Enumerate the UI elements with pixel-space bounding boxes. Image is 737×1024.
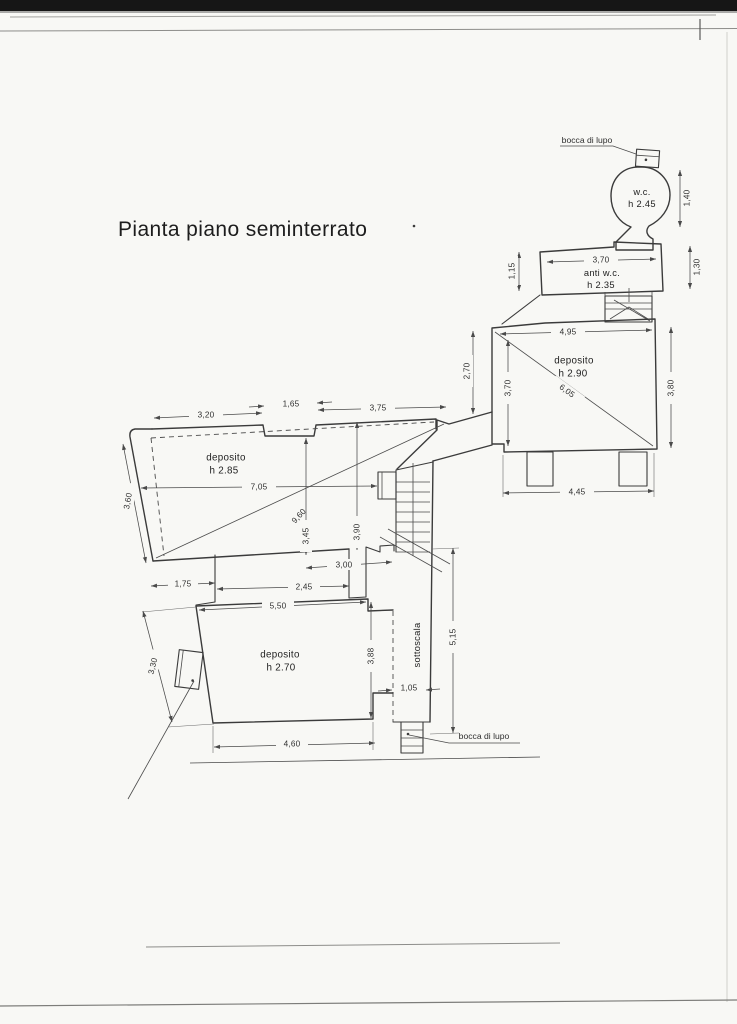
dim-165: 1,65 [248, 400, 333, 409]
dim-130-label: 1,30 [693, 258, 702, 275]
stairs-to-wc [604, 288, 653, 323]
dim-300: 3,00 [305, 559, 393, 570]
dim-370a-label: 3,70 [593, 256, 610, 265]
dim-370a: 3,70 [546, 254, 657, 265]
dim-495-label: 4,95 [560, 328, 577, 337]
dim-550: 5,50 [198, 600, 367, 612]
scan-top-band [0, 0, 737, 11]
dim-705-label: 7,05 [251, 483, 268, 492]
page-title: Pianta piano seminterrato [118, 218, 367, 241]
signature-line [145, 942, 561, 948]
dim-270: 2,70 [461, 331, 476, 414]
dim-390-label: 3,90 [353, 523, 362, 540]
deposito-bottom-room: deposito h 2.70 5,50 3,88 3,30 4,60 [127, 598, 541, 800]
pillar-window-left [526, 451, 554, 487]
deposito-left-west-wall [129, 428, 154, 562]
deposito-left-top-wall [151, 418, 437, 437]
dim-245-label: 2,45 [296, 583, 313, 592]
deposito-right-label: deposito [554, 356, 594, 367]
dim-270-label: 2,70 [463, 362, 472, 379]
deposito-bottom-label: deposito [260, 650, 300, 661]
deposito-right-outline [491, 318, 658, 453]
interior-dashed-lines [150, 421, 435, 557]
dim-370b-label: 3,70 [504, 379, 513, 396]
dim-605: 6,05 [548, 375, 586, 407]
dim-515-label: 5,15 [449, 628, 458, 645]
dim-375: 3,75 [317, 403, 447, 414]
scan-artifact-dot [412, 224, 416, 228]
window-top-label: bocca di lupo [562, 135, 613, 145]
dim-345-label: 3,45 [302, 527, 311, 544]
dim-320: 3,20 [153, 410, 263, 421]
corridor [396, 411, 493, 470]
window-bottom-label: bocca di lupo [459, 731, 510, 741]
dim-370b: 3,70 [502, 340, 514, 446]
stair-landing-box [377, 471, 397, 500]
wc-outline [610, 166, 671, 251]
dim-550-label: 5,50 [270, 602, 287, 611]
dim-345: 3,45 [300, 438, 312, 555]
sottoscala-label: sottoscala [412, 622, 422, 667]
anti-wc-room: 3,70 anti w.c. h 2.35 1,15 1,30 [501, 241, 703, 325]
room-diagonal [155, 423, 445, 559]
dim-515: 5,15 [429, 547, 460, 735]
bottom-room-window [174, 649, 204, 690]
dim-175-label: 1,75 [175, 580, 192, 589]
dim-380: 3,80 [665, 327, 677, 448]
window-leader-line [127, 680, 195, 800]
dim-388-label: 3,88 [367, 647, 376, 664]
dim-360: 3,60 [118, 443, 147, 564]
dim-375-label: 3,75 [370, 404, 387, 413]
stair-direction-chevron [609, 306, 649, 320]
wc-window [634, 148, 661, 169]
anti-wc-height: h 2.35 [587, 280, 615, 290]
dim-140-label: 1,40 [683, 189, 692, 206]
dim-115-label: 1,15 [508, 262, 517, 279]
dim-380-label: 3,80 [667, 379, 676, 396]
wc-label: w.c. [632, 187, 650, 197]
deposito-right-height: h 2.90 [558, 369, 587, 380]
dim-115: 1,15 [506, 252, 522, 291]
dim-705: 7,05 [140, 481, 378, 492]
deposito-bottom-height: h 2.70 [266, 663, 295, 674]
deposito-left-height: h 2.85 [209, 466, 238, 477]
dim-300-label: 3,00 [336, 561, 353, 570]
wc-height: h 2.45 [628, 199, 656, 209]
sottoscala: sottoscala 1,05 5,15 bocca di lupo [377, 547, 520, 754]
dim-460: 4,60 [212, 722, 376, 753]
anti-wc-outline [539, 241, 664, 296]
wc-room: bocca di lupo w.c. h 2.45 1,40 [560, 135, 693, 251]
dim-105: 1,05 [377, 683, 441, 694]
dim-130: 1,30 [687, 246, 703, 289]
dim-360-label: 3,60 [122, 492, 134, 510]
dim-495: 4,95 [499, 326, 653, 337]
dim-140: 1,40 [677, 170, 693, 227]
anti-wc-label: anti w.c. [584, 268, 620, 278]
dim-165-label: 1,65 [283, 400, 300, 409]
dim-390: 3,90 [351, 422, 363, 550]
ground-reference-line [189, 756, 541, 764]
dim-330: 3,30 [141, 606, 215, 728]
stair-break-lines [379, 528, 451, 573]
dim-245: 2,45 [216, 581, 350, 592]
dim-445: 4,45 [502, 453, 655, 497]
dim-445-label: 4,45 [569, 488, 586, 497]
pillar-window-right [618, 451, 648, 487]
dim-330-label: 3,30 [147, 657, 160, 676]
dim-320-label: 3,20 [198, 411, 215, 420]
dim-388: 3,88 [365, 602, 377, 718]
deposito-left-room: deposito h 2.85 3,20 1,65 3,75 3,60 7,05 [118, 400, 447, 606]
deposito-right-room: 6,05 4,95 deposito h 2.90 3,70 3,80 2,70… [461, 318, 677, 497]
dim-460-label: 4,60 [284, 740, 301, 749]
dim-175: 1,75 [150, 579, 216, 590]
deposito-left-label: deposito [206, 453, 246, 464]
staircase [377, 460, 451, 723]
dim-105-label: 1,05 [401, 684, 418, 693]
